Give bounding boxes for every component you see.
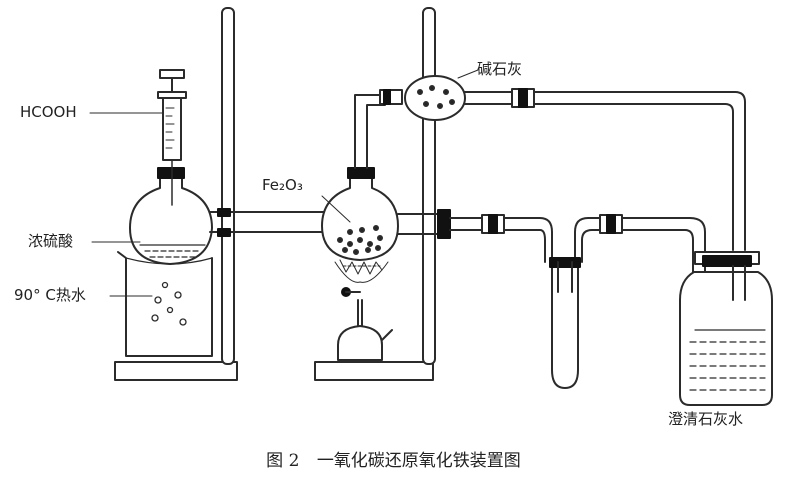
limewater-label: 澄清石灰水: [668, 410, 744, 428]
limewater-bottle: [679, 251, 773, 406]
fe2o3-leader: [321, 195, 351, 223]
hcooh-label: HCOOH: [20, 103, 77, 121]
connecting-tubes: [449, 214, 706, 331]
figure-title: 一氧化碳还原氧化铁装置图: [316, 451, 521, 471]
soda-lime-tube: [379, 75, 746, 251]
soda-lime-label: 碱石灰: [477, 60, 523, 78]
hot-water-beaker: [117, 251, 213, 357]
fe2o3-flask: [321, 94, 451, 261]
fe2o3-label: Fe₂O₃: [262, 176, 303, 194]
reaction-flask-left: [129, 167, 331, 265]
test-tube: [549, 257, 581, 389]
hcooh-syringe: [157, 69, 187, 206]
figure-caption: 图 2 一氧化碳还原氧化铁装置图: [0, 446, 787, 471]
flame: [334, 259, 389, 283]
soda-lime-leader: [457, 69, 479, 79]
left-stand: [114, 7, 238, 381]
hot-water-label: 90° C热水: [14, 286, 86, 304]
figure-number: 图 2: [266, 451, 300, 471]
sulfuric-acid-label: 浓硫酸: [28, 232, 74, 250]
alcohol-burner: [337, 287, 393, 361]
